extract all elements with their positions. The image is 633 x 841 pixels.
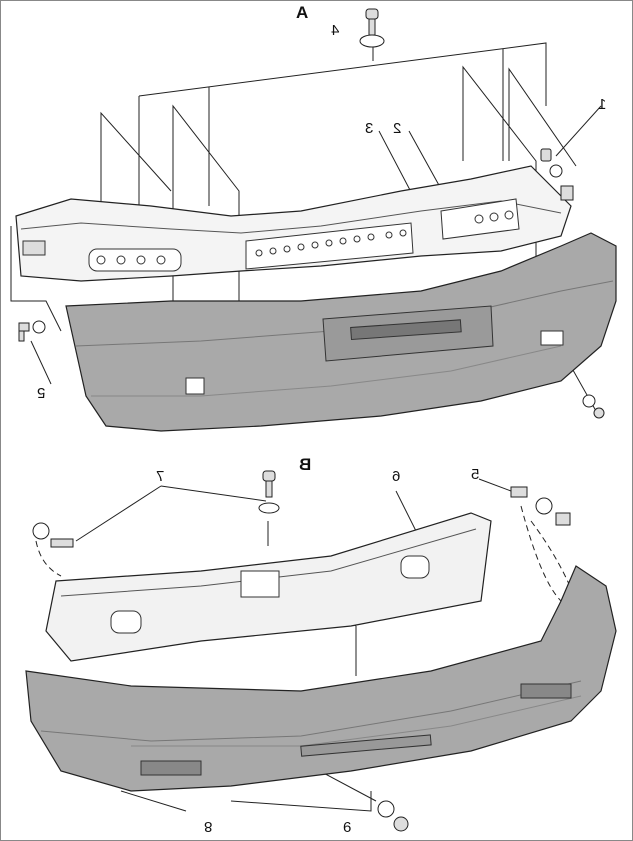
- front-bumper-cover: [65, 232, 617, 432]
- hardware-b: [32, 470, 571, 832]
- callout-4: 4: [331, 22, 340, 39]
- callout-6: 6: [392, 468, 401, 485]
- section-a-label: A: [296, 3, 309, 22]
- callout-7: 7: [156, 468, 165, 485]
- callout-5-b: 5: [471, 466, 480, 483]
- callout-1: 1: [598, 96, 607, 113]
- callout-5-a: 5: [37, 384, 46, 401]
- callout-2: 2: [393, 120, 402, 137]
- rear-bumper-cover: [25, 565, 617, 792]
- callout-3: 3: [365, 120, 374, 137]
- callout-8: 8: [204, 818, 213, 835]
- leader-lines-a: [138, 42, 547, 106]
- reinforcement-bar-b: [45, 512, 492, 662]
- section-b-label: B: [299, 455, 312, 474]
- callout-9: 9: [343, 818, 352, 835]
- reinforcement-bar-a: [15, 165, 572, 282]
- hardware-a: [18, 8, 605, 419]
